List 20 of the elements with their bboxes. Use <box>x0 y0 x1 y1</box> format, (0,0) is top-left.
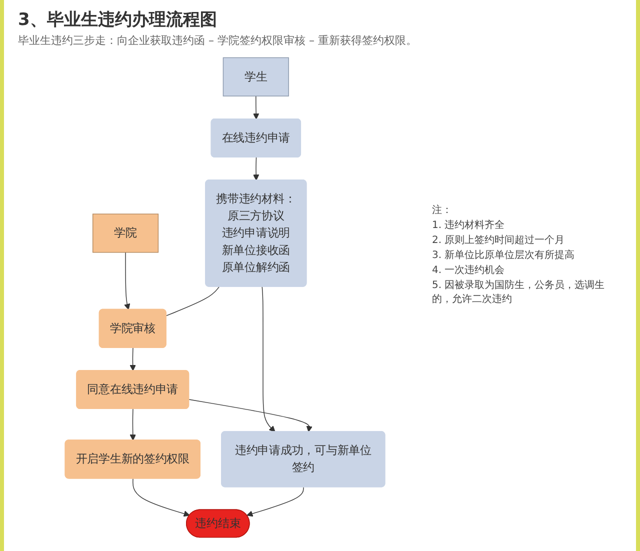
arrow <box>262 286 276 432</box>
note-item: 2. 原则上签约时间超过一个月 <box>432 234 566 247</box>
arrow <box>188 399 312 432</box>
arrow <box>132 478 190 517</box>
arrow <box>246 486 304 517</box>
note-item: 1. 违约材料齐全 <box>432 218 506 232</box>
node-box: 学生 <box>222 57 289 96</box>
note-item: 5. 因被录取为国防生，公务员，选调生的，允许二次违约 <box>432 278 606 306</box>
connector <box>166 286 220 316</box>
arrow <box>130 408 136 441</box>
arrow <box>252 96 260 120</box>
subtitle: 毕业生违约三步走：向企业获取违约函 – 学院签约权限审核 – 重新获得签约权限。 <box>18 33 418 48</box>
note-item: 3. 新单位比原单位层次有所提高 <box>432 248 576 262</box>
note-item: 4. 一次违约机会 <box>432 264 506 277</box>
arrow <box>124 252 130 310</box>
arrow <box>252 157 260 181</box>
arrow <box>130 348 136 371</box>
node-box: 学院 <box>92 214 159 253</box>
title: 3、毕业生违约办理流程图 <box>18 9 218 31</box>
note-heading: 注： <box>432 204 453 217</box>
